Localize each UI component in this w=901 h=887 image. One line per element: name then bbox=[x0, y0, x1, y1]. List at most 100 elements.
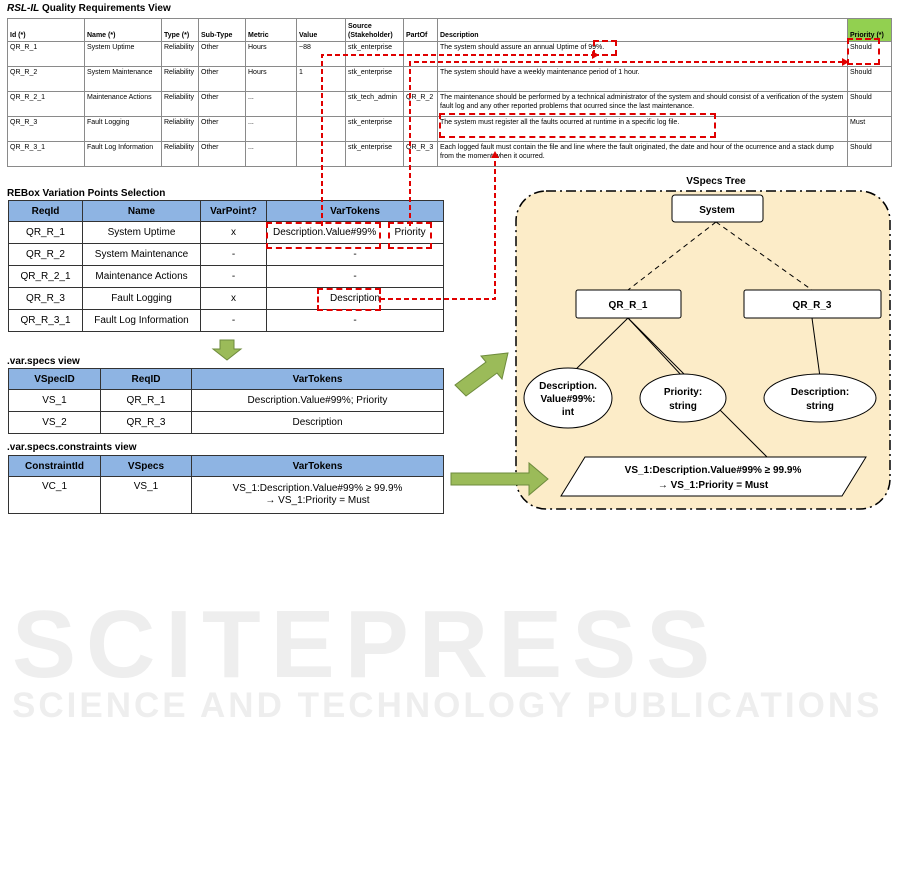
red-connector-description bbox=[380, 158, 496, 300]
red-arrowhead-description bbox=[491, 151, 499, 158]
edge-root-qr3 bbox=[715, 221, 813, 291]
rsl-header: Value bbox=[296, 18, 346, 42]
rsl-cell bbox=[403, 116, 438, 142]
highlight-priority-should bbox=[847, 38, 880, 65]
rsl-cell: Reliability bbox=[161, 66, 199, 92]
varspecs-title: .var.specs view bbox=[7, 356, 80, 367]
rsl-cell: stk_enterprise bbox=[345, 66, 404, 92]
rsl-cell: QR_R_2_1 bbox=[7, 91, 85, 117]
edge-qr1-leaf1 bbox=[567, 317, 629, 378]
edge-qr3-leaf3 bbox=[811, 317, 821, 378]
rsl-cell: Reliability bbox=[161, 91, 199, 117]
rsl-cell: Reliability bbox=[161, 141, 199, 167]
rsl-cell: System Uptime bbox=[84, 41, 162, 67]
rsl-header: Description bbox=[437, 18, 848, 42]
tree-node-qr-r-1 bbox=[575, 289, 682, 319]
highlight-fault-log-description bbox=[439, 113, 716, 138]
rsl-cell: System Maintenance bbox=[84, 66, 162, 92]
varspecs-cell: VS_2 bbox=[8, 411, 101, 434]
constraints-header: VarTokens bbox=[191, 455, 444, 477]
rsl-cell: QR_R_3_1 bbox=[7, 141, 85, 167]
rsl-cell: The maintenance should be performed by a… bbox=[437, 91, 848, 117]
constraints-cell: VC_1 bbox=[8, 476, 101, 514]
tree-node-system bbox=[671, 194, 764, 223]
rebox-cell: Fault Log Information bbox=[82, 309, 201, 332]
tree-constraint-parallelogram bbox=[560, 456, 867, 497]
varspecs-header: VSpecID bbox=[8, 368, 101, 390]
table-row: VC_1 VS_1 VS_1:Description.Value#99% ≥ 9… bbox=[8, 476, 444, 514]
leaf1-line2: Value#99%: bbox=[540, 394, 595, 405]
rsl-cell: Should bbox=[847, 41, 892, 67]
constraint-line-2: → VS_1:Priority = Must bbox=[265, 495, 370, 506]
tree-node-qr-r-1-label: QR_R_1 bbox=[609, 300, 648, 311]
constraints-table: ConstraintId VSpecs VarTokens VC_1 VS_1 … bbox=[8, 455, 444, 514]
tree-leaf-description-value bbox=[523, 367, 613, 429]
rebox-title: REBox Variation Points Selection bbox=[7, 188, 166, 199]
tree-panel bbox=[515, 190, 891, 510]
edge-root-qr1 bbox=[627, 221, 717, 291]
rsl-cell: Each logged fault must contain the file … bbox=[437, 141, 848, 167]
rsl-header: Metric bbox=[245, 18, 297, 42]
tree-title: VSpecs Tree bbox=[686, 176, 746, 187]
rsl-cell: QR_R_2 bbox=[7, 66, 85, 92]
rsl-header: PartOf bbox=[403, 18, 438, 42]
leaf3-line1: Description: bbox=[791, 387, 849, 398]
rsl-cell: Fault Log Information bbox=[84, 141, 162, 167]
table-row: VS_2 QR_R_3 Description bbox=[8, 411, 444, 434]
rebox-header: VarPoint? bbox=[200, 200, 267, 222]
watermark-subtitle: SCIENCE AND TECHNOLOGY PUBLICATIONS bbox=[12, 686, 883, 725]
table-row: VS_1 QR_R_1 Description.Value#99%; Prior… bbox=[8, 389, 444, 412]
varspecs-header-row: VSpecID ReqID VarTokens bbox=[8, 368, 444, 390]
rsl-header-row: Id (*) Name (*) Type (*) Sub-Type Metric… bbox=[7, 18, 892, 42]
constraint-line-1: VS_1:Description.Value#99% ≥ 99.9% bbox=[232, 483, 403, 494]
rsl-cell: Other bbox=[198, 116, 246, 142]
varspecs-cell: QR_R_3 bbox=[100, 411, 192, 434]
constraints-title: .var.specs.constraints view bbox=[7, 442, 137, 453]
rebox-table: ReqId Name VarPoint? VarTokens QR_R_1 Sy… bbox=[8, 200, 444, 332]
constraints-cell: VS_1 bbox=[100, 476, 192, 514]
constraints-header-row: ConstraintId VSpecs VarTokens bbox=[8, 455, 444, 477]
red-connector-uptime bbox=[321, 54, 592, 226]
leaf1-line1: Description. bbox=[539, 381, 597, 392]
rebox-header: ReqId bbox=[8, 200, 83, 222]
tree-leaf-description bbox=[763, 373, 877, 423]
vartoken-priority: Priority bbox=[394, 227, 426, 238]
table-row: QR_R_3_1 Fault Log Information - - bbox=[8, 309, 444, 332]
tree-node-system-label: System bbox=[699, 205, 735, 216]
highlight-vartoken-description bbox=[317, 288, 381, 311]
green-down-arrow bbox=[211, 339, 243, 361]
rsl-cell: Hours bbox=[245, 66, 297, 92]
rsl-title-italic: RSL-IL bbox=[7, 3, 40, 14]
varspecs-cell: Description bbox=[191, 411, 444, 434]
rsl-cell: Should bbox=[847, 141, 892, 167]
tree-leaf-priority bbox=[639, 373, 727, 423]
constraint-text-2: → VS_1:Priority = Must bbox=[658, 480, 769, 491]
rsl-title-rest: Quality Requirements View bbox=[39, 3, 171, 14]
tree-node-qr-r-3-label: QR_R_3 bbox=[793, 300, 832, 311]
green-right-arrow bbox=[450, 461, 549, 497]
rsl-header: Type (*) bbox=[161, 18, 199, 42]
tree-node-qr-r-3 bbox=[743, 289, 882, 319]
varspecs-table: VSpecID ReqID VarTokens VS_1 QR_R_1 Desc… bbox=[8, 368, 444, 434]
rsl-cell: stk_enterprise bbox=[345, 141, 404, 167]
red-arrowhead-priority bbox=[842, 58, 849, 66]
red-connector-priority bbox=[409, 61, 842, 226]
rebox-cell: QR_R_3_1 bbox=[8, 309, 83, 332]
watermark-scitepress: SCITEPRESS bbox=[12, 591, 721, 698]
rsl-cell: Other bbox=[198, 141, 246, 167]
table-row: QR_R_2_1 Maintenance Actions - - bbox=[8, 265, 444, 288]
green-diagonal-arrow bbox=[454, 352, 509, 397]
rsl-header: Id (*) bbox=[7, 18, 85, 42]
rsl-cell: stk_enterprise bbox=[345, 116, 404, 142]
vspecs-tree-diagram: VSpecs Tree System QR_R_1 QR_R_3 Descrip… bbox=[211, 51, 891, 510]
rsl-header: Name (*) bbox=[84, 18, 162, 42]
constraint-text-1: VS_1:Description.Value#99% ≥ 99.9% bbox=[625, 465, 802, 476]
rsl-cell: Other bbox=[198, 91, 246, 117]
leaf2-line1: Priority: bbox=[664, 387, 702, 398]
constraints-header: VSpecs bbox=[100, 455, 192, 477]
rsl-cell: ... bbox=[245, 141, 297, 167]
rebox-header-row: ReqId Name VarPoint? VarTokens bbox=[8, 200, 444, 222]
leaf3-line2: string bbox=[806, 401, 834, 412]
